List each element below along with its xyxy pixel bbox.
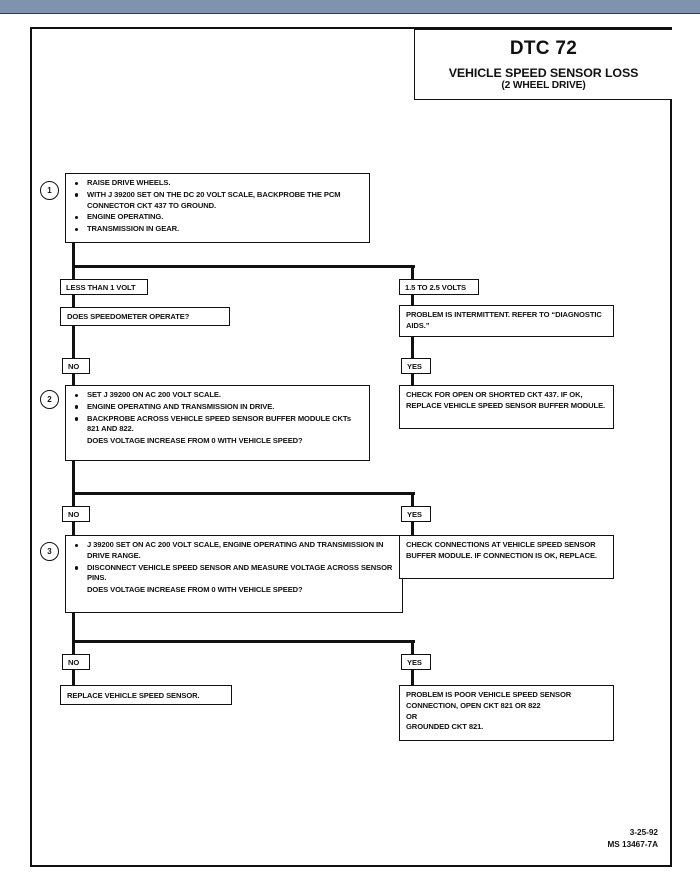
step-2-item-3: BACKPROBE ACROSS VEHICLE SPEED SENSOR BU…	[72, 414, 363, 436]
step-2-question: DOES VOLTAGE INCREASE FROM 0 WITH VEHICL…	[87, 436, 303, 446]
connector-step1-right-drop	[411, 265, 415, 281]
poor-connection-box: PROBLEM IS POOR VEHICLE SPEED SENSOR CON…	[399, 685, 614, 741]
connector-right-to-yes-1	[411, 337, 415, 359]
connector-yes2-down	[411, 522, 415, 537]
connector-left-after-volt-tag	[72, 295, 76, 309]
branch-yes-1: YES	[401, 358, 431, 374]
step-number-1: 1	[40, 181, 59, 200]
replace-sensor-box: REPLACE VEHICLE SPEED SENSOR.	[60, 685, 232, 705]
connector-step2-left-drop	[72, 492, 76, 507]
branch-1p5-to-2p5-volts: 1.5 TO 2.5 VOLTS	[399, 279, 479, 295]
step-number-3: 3	[40, 542, 59, 561]
step-3-item-1: J 39200 SET ON AC 200 VOLT SCALE, ENGINE…	[72, 540, 396, 562]
poor-connection-line-3: OR	[406, 711, 418, 721]
connector-step2-right-drop	[411, 492, 415, 507]
speedometer-question-text: DOES SPEEDOMETER OPERATE?	[67, 312, 190, 321]
connector-left-to-no-1	[72, 326, 76, 359]
speedometer-question-box: DOES SPEEDOMETER OPERATE?	[60, 307, 230, 326]
connector-no1-down	[72, 374, 76, 387]
step-3-box: J 39200 SET ON AC 200 VOLT SCALE, ENGINE…	[65, 535, 403, 613]
intermittent-box: PROBLEM IS INTERMITTENT. REFER TO “DIAGN…	[399, 305, 614, 337]
connector-step2-split	[72, 492, 415, 496]
step-number-2: 2	[40, 390, 59, 409]
step-2-item-1: SET J 39200 ON AC 200 VOLT SCALE.	[72, 390, 363, 401]
replace-sensor-text: REPLACE VEHICLE SPEED SENSOR.	[67, 690, 200, 700]
connector-step3-right-drop	[411, 640, 415, 655]
branch-yes-3: YES	[401, 654, 431, 670]
connector-step3-split	[72, 640, 415, 644]
diagnostic-chart-page: DTC 72 VEHICLE SPEED SENSOR LOSS (2 WHEE…	[30, 27, 672, 867]
connector-yes1-down	[411, 374, 415, 387]
branch-no-3: NO	[62, 654, 90, 670]
connector-no2-down	[72, 522, 76, 537]
branch-less-than-1-volt: LESS THAN 1 VOLT	[60, 279, 148, 295]
step-2-box: SET J 39200 ON AC 200 VOLT SCALE. ENGINE…	[65, 385, 370, 461]
connector-step3-left-drop	[72, 640, 76, 655]
step-1-item-4: TRANSMISSION IN GEAR.	[72, 224, 363, 235]
dtc-name: VEHICLE SPEED SENSOR LOSS	[448, 66, 639, 80]
connector-step1-left-drop	[72, 265, 76, 281]
step-2-item-2: ENGINE OPERATING AND TRANSMISSION IN DRI…	[72, 402, 363, 413]
dtc-code: DTC 72	[509, 38, 578, 59]
intermittent-text: PROBLEM IS INTERMITTENT. REFER TO “DIAGN…	[406, 310, 602, 330]
step-1-item-2: WITH J 39200 SET ON THE DC 20 VOLT SCALE…	[72, 190, 363, 212]
poor-connection-line-1: PROBLEM IS POOR VEHICLE SPEED SENSOR	[406, 690, 572, 699]
check-connections-box: CHECK CONNECTIONS AT VEHICLE SPEED SENSO…	[399, 535, 614, 579]
poor-connection-line-2: CONNECTION, OPEN CKT 821 OR 822	[406, 700, 541, 710]
branch-no-2: NO	[62, 506, 90, 522]
check-connections-text: CHECK CONNECTIONS AT VEHICLE SPEED SENSO…	[406, 540, 597, 560]
check-open-shorted-box: CHECK FOR OPEN OR SHORTED CKT 437. IF OK…	[399, 385, 614, 429]
step-3-item-2: DISCONNECT VEHICLE SPEED SENSOR AND MEAS…	[72, 563, 396, 585]
step-1-item-3: ENGINE OPERATING.	[72, 212, 363, 223]
connector-step2-down	[72, 461, 76, 494]
window-top-bar	[0, 0, 700, 14]
connector-step3-down	[72, 613, 76, 642]
connector-right-after-volt-tag	[411, 295, 415, 309]
step-1-item-1: RAISE DRIVE WHEELS.	[72, 178, 363, 189]
poor-connection-line-4: GROUNDED CKT 821.	[406, 722, 484, 732]
chart-footer: 3-25-92 MS 13467-7A	[607, 827, 658, 851]
connector-step1-split	[72, 265, 415, 269]
connector-no3-down	[72, 670, 76, 687]
step-1-box: RAISE DRIVE WHEELS. WITH J 39200 SET ON …	[65, 173, 370, 243]
footer-doc-id: MS 13467-7A	[607, 840, 658, 850]
connector-step1-down	[72, 243, 76, 267]
check-open-shorted-text: CHECK FOR OPEN OR SHORTED CKT 437. IF OK…	[406, 390, 606, 410]
branch-yes-2: YES	[401, 506, 431, 522]
connector-yes3-down	[411, 670, 415, 687]
footer-date: 3-25-92	[629, 828, 658, 838]
dtc-subtitle: (2 WHEEL DRIVE)	[501, 80, 586, 91]
branch-no-1: NO	[62, 358, 90, 374]
step-3-question: DOES VOLTAGE INCREASE FROM 0 WITH VEHICL…	[87, 585, 303, 595]
chart-title-block: DTC 72 VEHICLE SPEED SENSOR LOSS (2 WHEE…	[414, 29, 672, 100]
